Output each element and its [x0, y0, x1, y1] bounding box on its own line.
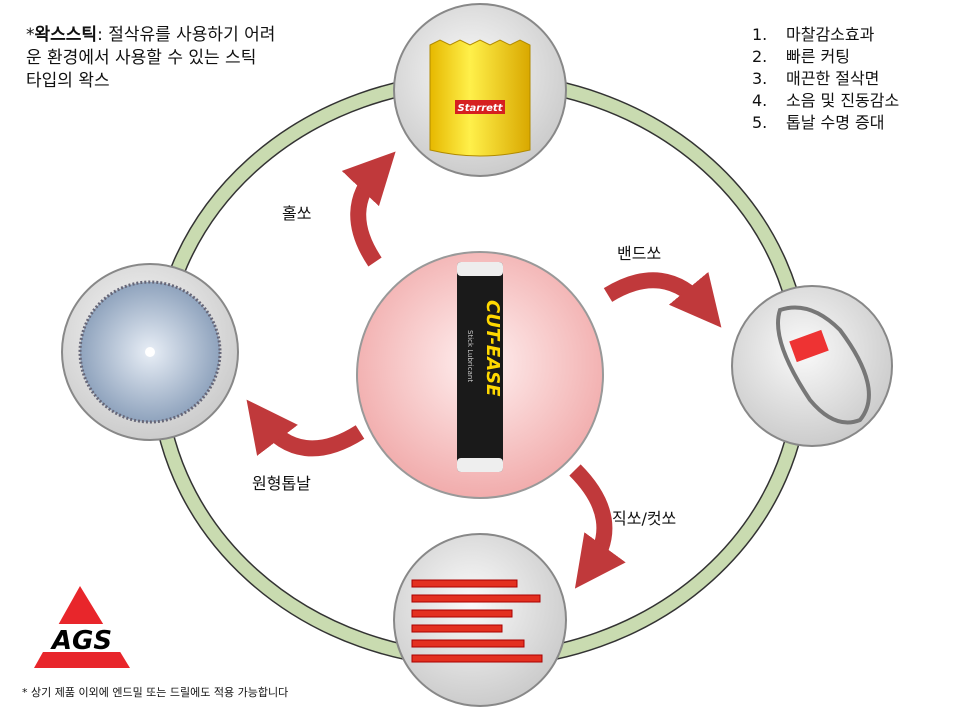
label-holesaw: 홀쏘	[282, 204, 312, 223]
benefit-num: 1.	[752, 25, 768, 44]
benefit-item: 5. 톱날 수명 증대	[752, 112, 899, 134]
holesaw-brand: Starrett	[458, 103, 504, 114]
benefit-text: 매끈한 절삭면	[786, 69, 880, 88]
circular-saw-image	[61, 263, 239, 441]
svg-text:AGS: AGS	[50, 626, 112, 656]
benefit-num: 5.	[752, 113, 768, 132]
product-image: CUT-EASE Stick Lubricant	[356, 251, 604, 499]
asterisk: *	[26, 25, 35, 45]
footnote: * 상기 제품 이외에 엔드밀 또는 드릴에도 적용 가능합니다	[22, 686, 289, 699]
benefit-num: 3.	[752, 69, 768, 88]
benefit-text: 소음 및 진동감소	[786, 91, 900, 110]
benefit-num: 2.	[752, 47, 768, 66]
bandsaw-image	[731, 285, 893, 447]
benefits-list: 1. 마찰감소효과 2. 빠른 커팅 3. 매끈한 절삭면 4. 소음 및 진동감소 5…	[752, 24, 899, 134]
jigsaw-blades-image	[393, 533, 567, 707]
label-circular: 원형톱날	[252, 474, 311, 493]
label-bandsaw: 밴드쏘	[617, 244, 662, 263]
benefit-text: 마찰감소효과	[786, 25, 875, 44]
intro-term: 왁스스틱	[34, 25, 98, 45]
intro-desc: : 절삭유를 사용하기 어려운 환경에서 사용할 수 있는 스틱 타입의 왁스	[26, 25, 276, 91]
benefit-item: 4. 소음 및 진동감소	[752, 90, 899, 112]
arrow-bandsaw	[603, 271, 722, 328]
benefit-item: 2. 빠른 커팅	[752, 46, 899, 68]
holesaw-image: Starrett	[393, 3, 567, 177]
benefit-num: 4.	[752, 91, 768, 110]
arrow-circular	[246, 399, 365, 457]
arrow-holesaw	[341, 151, 396, 267]
ags-logo: AGS	[34, 586, 130, 668]
arrow-jigsaw	[569, 464, 626, 589]
product-brand: CUT-EASE	[482, 300, 503, 397]
benefit-text: 톱날 수명 증대	[786, 113, 885, 132]
intro-text: *왁스스틱: 절삭유를 사용하기 어려운 환경에서 사용할 수 있는 스틱 타입…	[26, 24, 276, 93]
label-jigsaw: 직쏘/컷쏘	[612, 509, 677, 528]
benefit-item: 1. 마찰감소효과	[752, 24, 899, 46]
product-sub: Stick Lubricant	[466, 330, 474, 382]
benefit-text: 빠른 커팅	[786, 47, 850, 66]
benefit-item: 3. 매끈한 절삭면	[752, 68, 899, 90]
